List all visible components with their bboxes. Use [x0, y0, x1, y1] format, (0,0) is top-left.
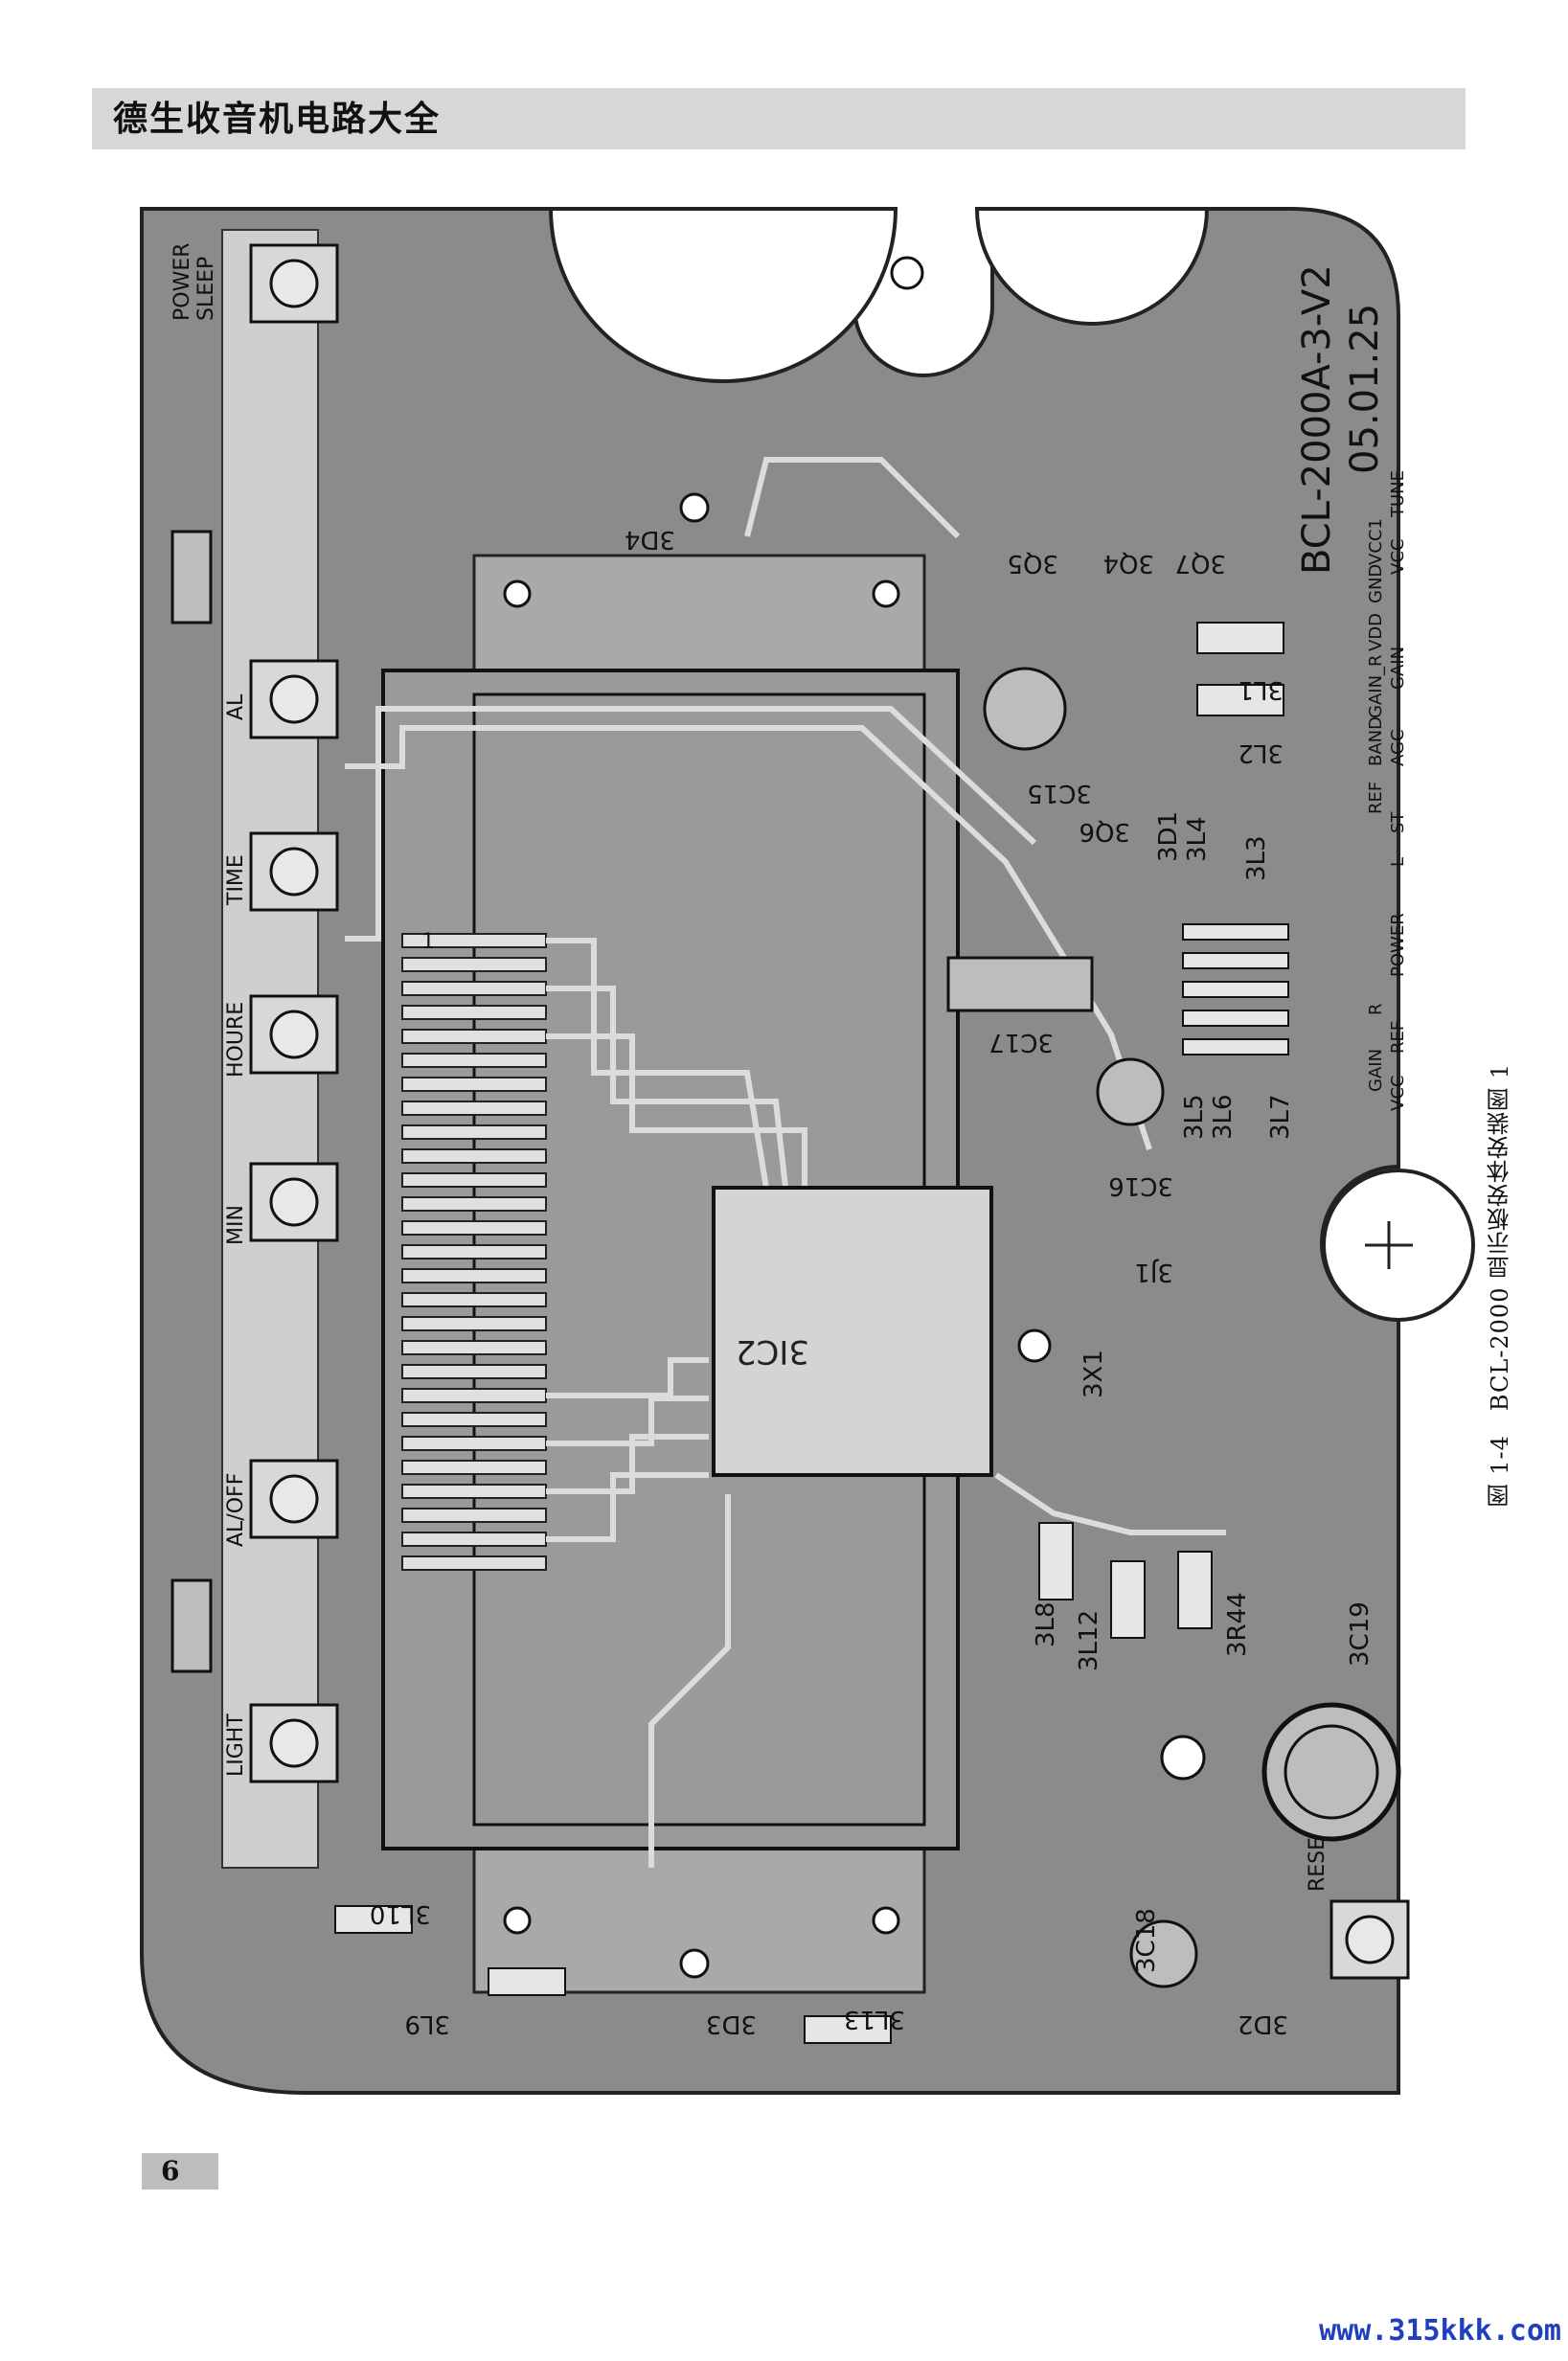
- site-watermark: www.315kkk.com: [1319, 2314, 1561, 2348]
- signal-label: ST: [1388, 811, 1408, 833]
- signal-label: BAND: [1366, 716, 1386, 766]
- signal-label: VCC: [1388, 539, 1408, 575]
- button-label: TIME: [224, 854, 248, 906]
- button-label: AL/OFF: [224, 1473, 248, 1547]
- signal-label: GAIN: [1388, 647, 1408, 690]
- component-label: 3D3: [706, 2009, 757, 2038]
- component-label: 3L13: [844, 2005, 905, 2033]
- signal-label: AGC: [1388, 729, 1408, 766]
- component-label: 3D1: [1154, 811, 1183, 862]
- component-label: 3D4: [625, 525, 675, 554]
- signal-label: VCC1: [1366, 518, 1386, 565]
- component-label: 3Q4: [1102, 549, 1154, 578]
- component-label: 3C15: [1027, 779, 1092, 807]
- signal-label: L: [1388, 857, 1408, 867]
- button-label: SLEEP: [194, 257, 218, 321]
- book-title: 德生收音机电路大全: [113, 99, 442, 139]
- signal-label: REF: [1388, 1021, 1408, 1054]
- button-label: HOURE: [224, 1002, 248, 1078]
- component-label: 3L1: [1238, 675, 1284, 704]
- signal-label: POWER: [1388, 913, 1408, 977]
- signal-label: VDD: [1366, 613, 1386, 651]
- button-label: AL: [224, 693, 248, 720]
- ic-3ic2: [712, 1186, 993, 1477]
- component-label: 3L2: [1238, 738, 1284, 767]
- signal-label: GAIN_R: [1366, 654, 1386, 718]
- header-band: [92, 88, 1466, 149]
- component-label: 3L7: [1266, 1094, 1295, 1140]
- signal-label: VCC: [1388, 1076, 1408, 1111]
- button-label: LIGHT: [224, 1714, 248, 1777]
- component-label: 3Q6: [1079, 817, 1130, 846]
- board-id: BCL-2000A-3-V2: [1295, 264, 1339, 575]
- page-number: 6: [142, 2153, 218, 2190]
- signal-label: R: [1366, 1003, 1386, 1015]
- signal-label: GAIN: [1366, 1049, 1386, 1092]
- button-group: [249, 243, 1410, 1980]
- component-label: 3L8: [1032, 1601, 1060, 1647]
- component-label: 3L12: [1075, 1610, 1103, 1671]
- component-label: 3C19: [1346, 1601, 1375, 1667]
- signal-label: REF: [1366, 782, 1386, 814]
- button-label: POWER: [170, 242, 194, 321]
- chip-label: 3IC2: [736, 1332, 809, 1371]
- lcd-pins: [401, 933, 547, 1571]
- pcb-traces: [345, 457, 1226, 1868]
- component-label: 3L6: [1209, 1094, 1238, 1140]
- component-label: 3R44: [1223, 1592, 1252, 1657]
- component-label: 3L5: [1180, 1094, 1209, 1140]
- signal-label: TUNE: [1388, 470, 1408, 518]
- lcd-pin-label: 1: [421, 930, 435, 954]
- button-label: MIN: [224, 1205, 248, 1245]
- component-label: 3D2: [1238, 2009, 1288, 2038]
- component-label: 3L4: [1183, 816, 1212, 862]
- component-label: 3C16: [1108, 1171, 1173, 1200]
- resistor-array: [1182, 923, 1289, 1056]
- component-label: 3C18: [1132, 1908, 1161, 1973]
- component-label: 3L3: [1242, 835, 1271, 881]
- component-label: 3X1: [1079, 1350, 1108, 1398]
- component-label: 3L10: [370, 1899, 431, 1928]
- board-date: 05.01.25: [1343, 304, 1387, 474]
- figure-caption: 图 1-4 BCL-2000 显示板安体安装图 1: [1487, 1063, 1513, 1508]
- component-label: 3L9: [404, 2009, 450, 2038]
- signal-label: GND: [1366, 564, 1386, 603]
- component-label: 3Q5: [1007, 549, 1058, 578]
- component-label: 3J1: [1134, 1258, 1173, 1286]
- component-label: 3Q7: [1174, 549, 1226, 578]
- component-label: 3C17: [989, 1028, 1054, 1056]
